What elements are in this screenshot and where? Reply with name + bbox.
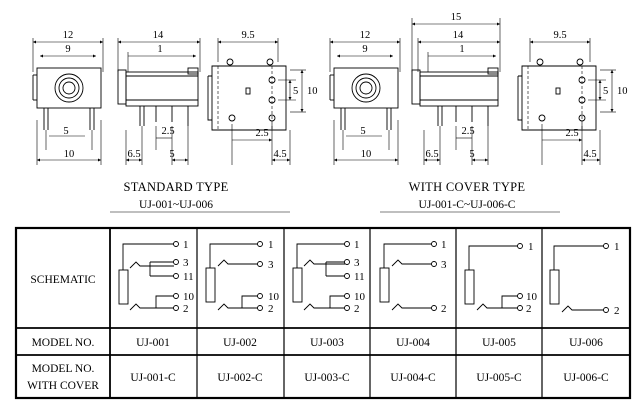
row-header-model: MODEL NO. [32, 337, 95, 349]
cover-front-bottom-width: 10 [361, 149, 372, 160]
schematic-uj-001: 1 3 11 10 2 [118, 239, 195, 315]
cover-side-length: 14 [453, 30, 464, 41]
cover-side-left-offset: 6.5 [425, 149, 438, 160]
uj-002-pin-2: 2 [268, 303, 274, 315]
cover-front-inner-width: 9 [362, 44, 367, 55]
uj-001-pin-10: 10 [183, 291, 195, 303]
std-bottom-pin-a: 2.5 [255, 128, 268, 139]
schematic-uj-006: 1 2 [549, 241, 620, 317]
cover-front-pin-spacing: 5 [360, 126, 365, 137]
std-front-inner-width: 9 [65, 44, 70, 55]
cover-type-models: UJ-001-C~UJ-006-C [419, 199, 516, 211]
cover-bottom-pin-b: 4.5 [583, 149, 596, 160]
cover-model-uj-003-c: UJ-003-C [304, 372, 350, 384]
cover-side-view: 15 14 1 2.5 6.5 [411, 12, 501, 165]
uj-005-pin-1: 1 [528, 241, 534, 253]
schematic-uj-002: 1 3 10 2 [205, 239, 280, 315]
schematic-uj-003: 1 3 11 10 2 [292, 239, 366, 315]
uj-004-pin-3: 3 [441, 259, 447, 271]
uj-003-pin-3: 3 [354, 257, 360, 269]
standard-type-title: STANDARD TYPE [123, 180, 228, 194]
std-front-pin-spacing: 5 [63, 126, 68, 137]
uj-003-pin-10: 10 [354, 291, 366, 303]
cover-model-uj-002-c: UJ-002-C [217, 372, 263, 384]
uj-006-pin-2: 2 [614, 305, 620, 317]
uj-004-pin-1: 1 [441, 239, 447, 251]
model-uj-005: UJ-005 [482, 337, 516, 349]
row-header-cover-line2: WITH COVER [27, 380, 99, 392]
cover-bottom-width: 9.5 [553, 30, 566, 41]
schematic-uj-004: 1 3 2 [379, 239, 447, 315]
std-bottom-pin-b: 4.5 [273, 149, 286, 160]
uj-003-pin-11: 11 [354, 271, 365, 283]
cover-bottom-inner: 5 [603, 86, 608, 97]
cover-type-title: WITH COVER TYPE [409, 180, 526, 194]
model-uj-004: UJ-004 [396, 337, 430, 349]
uj-005-pin-10: 10 [526, 291, 538, 303]
row-header-schematic: SCHEMATIC [30, 274, 96, 286]
model-uj-006: UJ-006 [569, 337, 603, 349]
cover-bottom-pin-a: 2.5 [565, 128, 578, 139]
cover-model-uj-005-c: UJ-005-C [476, 372, 522, 384]
cover-side-overall: 15 [451, 12, 462, 23]
standard-drawings: 12 9 5 10 14 [32, 30, 318, 213]
std-front-top-width: 12 [63, 30, 74, 41]
model-uj-001: UJ-001 [136, 337, 170, 349]
std-side-left-offset: 6.5 [127, 149, 140, 160]
uj-001-pin-1: 1 [183, 239, 189, 251]
std-bottom-width: 9.5 [241, 30, 254, 41]
uj-002-pin-1: 1 [268, 239, 274, 251]
cover-bottom-height: 10 [617, 86, 628, 97]
schematic-uj-005: 1 10 2 [464, 241, 538, 315]
standard-side-view: 14 1 2.5 6.5 5 [117, 30, 201, 165]
cover-model-uj-004-c: UJ-004-C [390, 372, 436, 384]
cover-bottom-view: 9.5 5 10 2.5 4.5 [517, 30, 628, 165]
std-side-inner: 1 [157, 44, 162, 55]
uj-001-pin-11: 11 [183, 271, 194, 283]
cover-model-uj-001-c: UJ-001-C [130, 372, 176, 384]
row-header-cover-line1: MODEL NO. [32, 363, 95, 375]
standard-type-models: UJ-001~UJ-006 [139, 199, 213, 211]
standard-bottom-view: 9.5 5 10 2.5 4.5 [207, 30, 318, 165]
model-uj-002: UJ-002 [223, 337, 257, 349]
std-bottom-inner: 5 [293, 86, 298, 97]
std-front-bottom-width: 10 [64, 149, 75, 160]
std-side-length: 14 [153, 30, 164, 41]
uj-004-pin-2: 2 [441, 303, 447, 315]
uj-001-pin-3: 3 [183, 257, 189, 269]
std-side-pin-b: 5 [169, 149, 174, 160]
standard-front-view: 12 9 5 10 [32, 30, 104, 165]
cover-front-view: 12 9 5 10 [329, 30, 401, 165]
model-table: SCHEMATIC MODEL NO. MODEL NO. WITH COVER… [14, 226, 632, 400]
cover-side-pin-a: 2.5 [461, 126, 474, 137]
cover-model-uj-006-c: UJ-006-C [563, 372, 609, 384]
std-bottom-height: 10 [307, 86, 318, 97]
uj-002-pin-3: 3 [268, 259, 274, 271]
std-side-pin-a: 2.5 [161, 126, 174, 137]
cover-side-pin-b: 5 [469, 149, 474, 160]
uj-006-pin-1: 1 [614, 241, 620, 253]
model-uj-003: UJ-003 [310, 337, 344, 349]
uj-001-pin-2: 2 [183, 303, 189, 315]
uj-003-pin-1: 1 [354, 239, 360, 251]
cover-side-inner: 1 [459, 44, 464, 55]
cover-drawings: 12 9 5 10 15 [329, 12, 628, 213]
uj-003-pin-2: 2 [354, 303, 360, 315]
cover-front-top-width: 12 [360, 30, 371, 41]
uj-005-pin-2: 2 [526, 303, 532, 315]
uj-002-pin-10: 10 [268, 291, 280, 303]
